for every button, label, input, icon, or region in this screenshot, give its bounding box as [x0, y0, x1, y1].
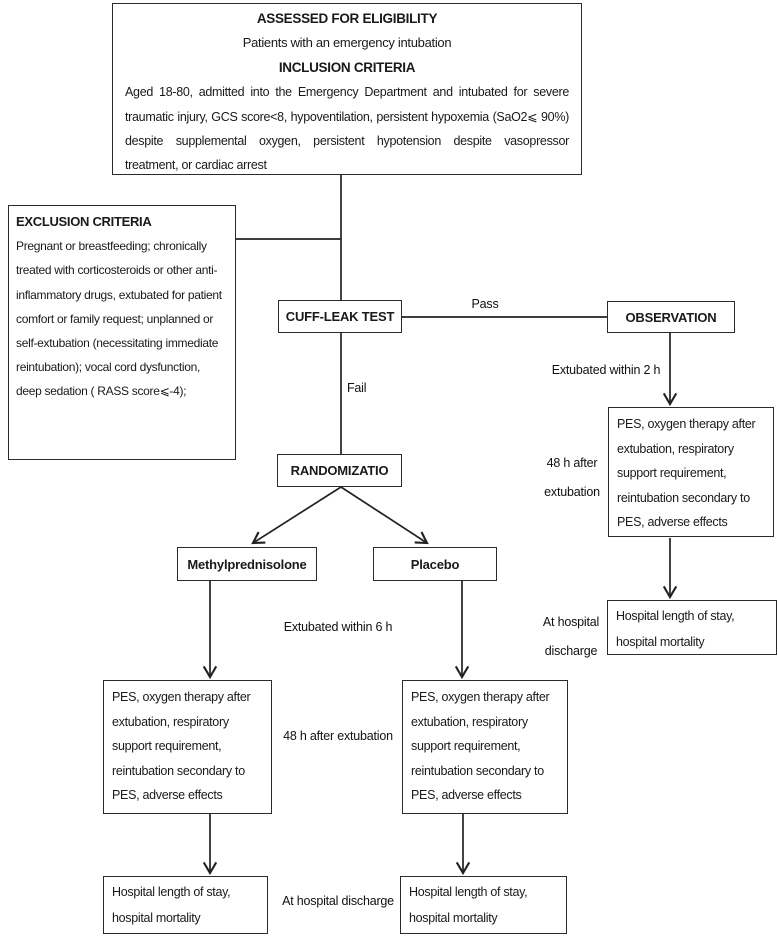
eligibility-subtitle: Patients with an emergency intubation	[242, 35, 452, 51]
arrow-randomization-to-methylprednisolone	[251, 486, 342, 545]
observation-box: OBSERVATION	[607, 301, 735, 333]
hospital-outcomes-box-placebo: Hospital length of stay, hospital mortal…	[400, 876, 567, 934]
placebo-label: Placebo	[410, 556, 460, 572]
eligibility-title: ASSESSED FOR ELIGIBILITY	[256, 11, 438, 26]
inclusion-criteria-text: Aged 18-80, admitted into the Emergency …	[125, 85, 569, 173]
48h-after-extubation-label-middle: 48 h after extubation	[283, 729, 393, 743]
fail-edge-label: Fail	[347, 381, 367, 395]
inclusion-criteria-title: INCLUSION CRITERIA	[278, 59, 416, 75]
pes-outcomes-box-observation: PES, oxygen therapy after extubation, re…	[608, 407, 774, 537]
exclusion-criteria-box: EXCLUSION CRITERIA Pregnant or breastfee…	[8, 205, 236, 460]
cuff-leak-test-label: CUFF-LEAK TEST	[285, 309, 395, 324]
randomization-label: RANDOMIZATIO	[290, 463, 389, 478]
hospital-outcomes-box-observation: Hospital length of stay, hospital mortal…	[607, 600, 777, 655]
eligibility-box: ASSESSED FOR ELIGIBILITY Patients with a…	[112, 3, 582, 175]
arrow-randomization-to-placebo	[340, 486, 429, 545]
pes-outcomes-box-methylprednisolone: PES, oxygen therapy after extubation, re…	[103, 680, 272, 814]
extubated-within-6h-label: Extubated within 6 h	[283, 620, 393, 634]
48h-after-extubation-label-right: 48 h after extubation	[544, 456, 600, 499]
methylprednisolone-label: Methylprednisolone	[187, 556, 307, 572]
exclusion-criteria-title: EXCLUSION CRITERIA	[16, 214, 152, 229]
pass-edge-label: Pass	[471, 297, 499, 311]
at-hospital-discharge-label-right: At hospital discharge	[542, 615, 600, 658]
placebo-arm-box: Placebo	[373, 547, 497, 581]
at-hospital-discharge-label-middle: At hospital discharge	[282, 894, 394, 908]
observation-label: OBSERVATION	[625, 309, 717, 325]
hospital-outcomes-box-methylprednisolone: Hospital length of stay, hospital mortal…	[103, 876, 268, 934]
extubated-within-2h-label: Extubated within 2 h	[551, 363, 661, 377]
randomization-box: RANDOMIZATIO	[277, 454, 402, 487]
cuff-leak-test-box: CUFF-LEAK TEST	[278, 300, 402, 333]
exclusion-criteria-text: Pregnant or breastfeeding; chronically t…	[16, 239, 222, 399]
methylprednisolone-arm-box: Methylprednisolone	[177, 547, 317, 581]
pes-outcomes-box-placebo: PES, oxygen therapy after extubation, re…	[402, 680, 568, 814]
